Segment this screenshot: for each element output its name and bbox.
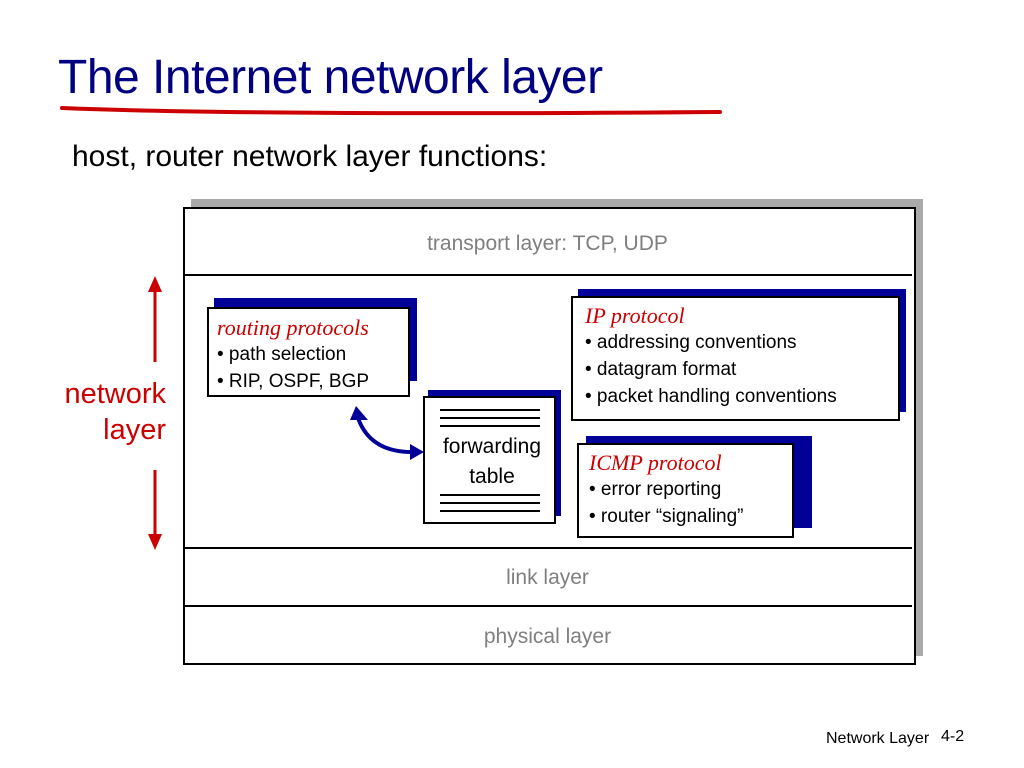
ip-protocol-box: IP protocol • addressing conventions • d… (571, 296, 900, 421)
ip-item-datagram: • datagram format (585, 359, 737, 380)
icmp-item-error-reporting: • error reporting (589, 479, 722, 500)
arrowhead-right-icon (410, 444, 424, 460)
link-divider (183, 605, 912, 607)
routing-protocols-box: routing protocols • path selection • RIP… (207, 307, 410, 397)
forwarding-table-label-line2: table (469, 465, 515, 488)
network-layer-label-line1: network (64, 378, 166, 410)
table-row-line (440, 417, 540, 419)
footer-page-number: 4-2 (941, 728, 965, 745)
physical-layer-label: physical layer (483, 625, 612, 648)
table-row-line (440, 510, 540, 512)
table-row-line (440, 409, 540, 411)
icmp-item-router-signaling: • router “signaling” (589, 506, 744, 527)
network-layer-label: network layer (64, 376, 166, 448)
transport-layer-label: transport layer: TCP, UDP (427, 232, 668, 255)
network-divider (183, 547, 912, 549)
routing-item-path-selection: • path selection (217, 344, 347, 365)
network-layer-label-line2: layer (103, 414, 166, 446)
title-underline (60, 106, 722, 116)
down-arrowhead-icon (148, 534, 162, 550)
routing-protocols-header: routing protocols (217, 315, 369, 340)
ip-item-packet-handling: • packet handling conventions (585, 386, 837, 407)
footer-label: Network Layer (826, 730, 930, 747)
table-row-line (440, 502, 540, 504)
link-layer-label: link layer (506, 566, 589, 589)
icmp-protocol-header: ICMP protocol (589, 450, 722, 475)
ip-protocol-header: IP protocol (585, 303, 685, 328)
ip-item-addressing: • addressing conventions (585, 332, 797, 353)
table-row-line (440, 494, 540, 496)
slide-title: The Internet network layer (58, 51, 603, 104)
forwarding-table-label: forwarding table (424, 432, 560, 492)
forwarding-table-label-line1: forwarding (442, 435, 542, 458)
up-arrowhead-icon (148, 276, 162, 292)
arrowhead-up-icon (350, 406, 368, 420)
transport-divider (183, 274, 912, 276)
icmp-protocol-box: ICMP protocol • error reporting • router… (577, 443, 794, 538)
slide-subtitle: host, router network layer functions: (72, 140, 548, 173)
routing-item-protocols: • RIP, OSPF, BGP (217, 371, 370, 392)
table-row-line (440, 425, 540, 427)
